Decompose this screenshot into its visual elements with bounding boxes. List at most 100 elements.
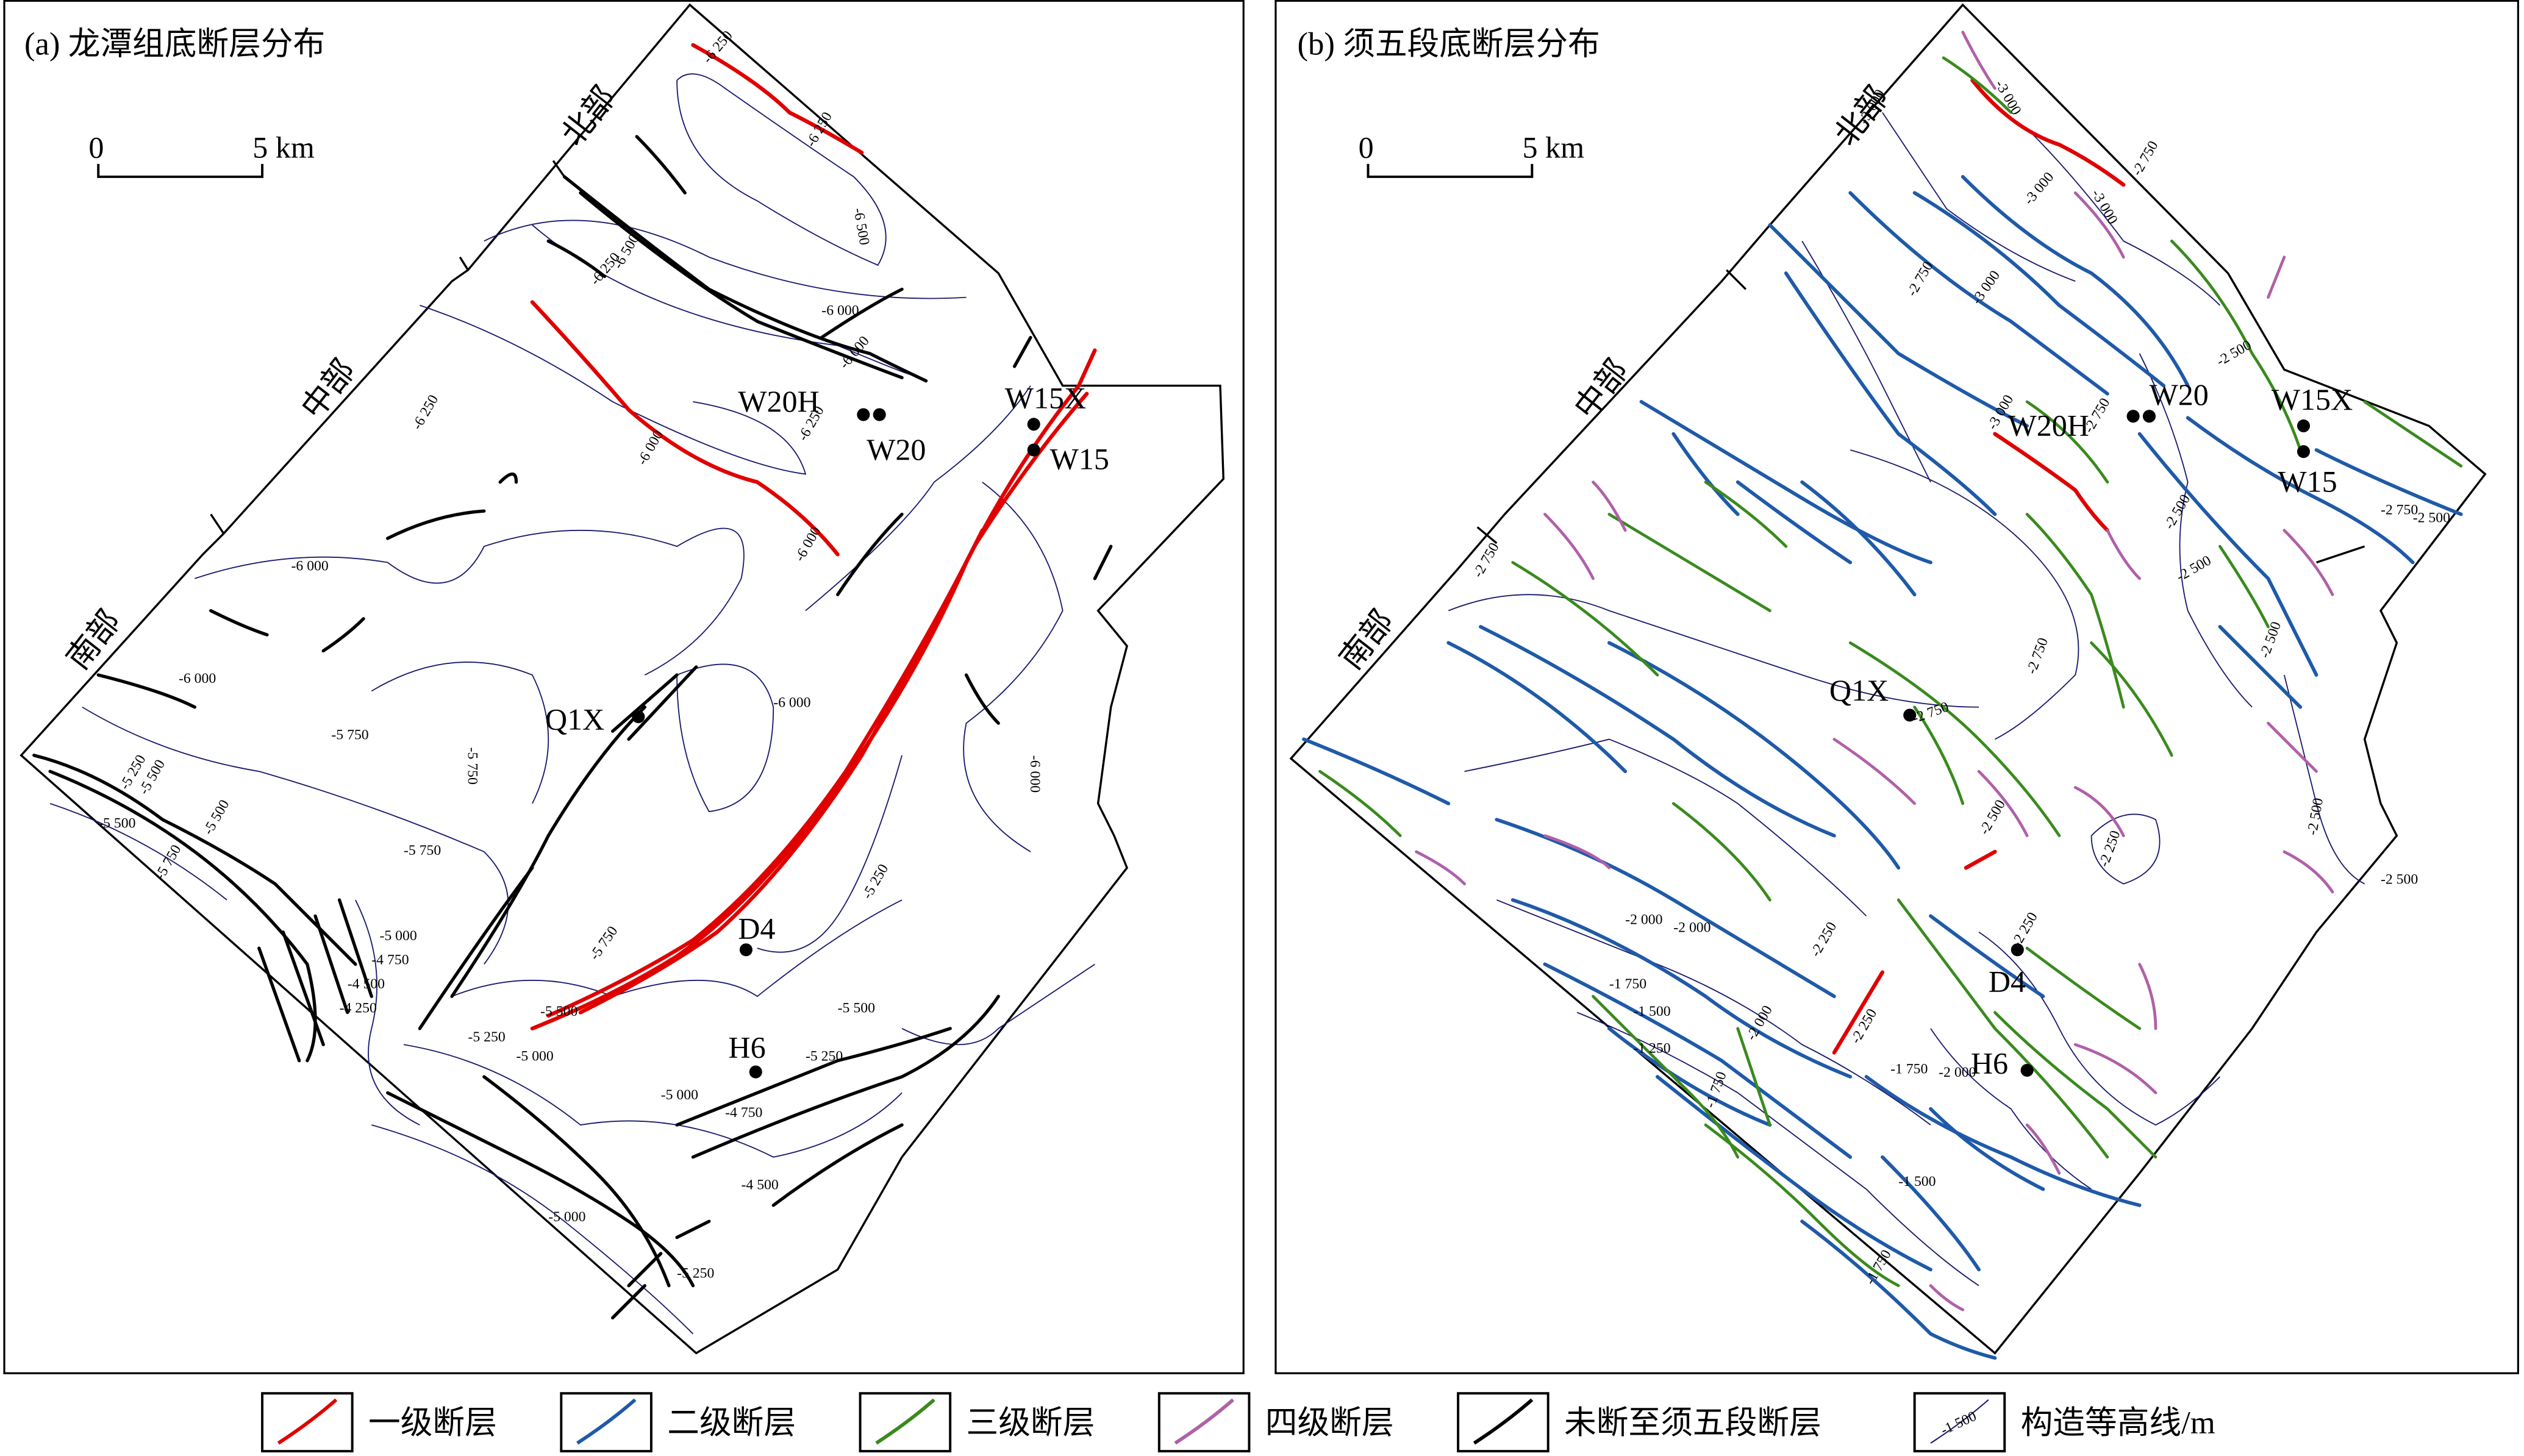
- contour-label: -1 750: [1609, 976, 1646, 992]
- legend-line-sample: [576, 1398, 637, 1445]
- contour-label: -5 000: [379, 928, 416, 944]
- well-marker[interactable]: [857, 408, 870, 421]
- contour-label: -5 250: [806, 1049, 843, 1065]
- well-label-h6: H6: [728, 1030, 765, 1064]
- scale-five-label: 5 km: [252, 130, 315, 164]
- faults-panel-b: [1302, 30, 2463, 1360]
- contour-label: -4 750: [725, 1105, 762, 1121]
- contour-label: -2 000: [1625, 912, 1662, 928]
- contour-label: -2 500: [2413, 510, 2450, 526]
- legend-line-sample: [1930, 1399, 1989, 1444]
- fault-grade-1: [1964, 849, 1997, 870]
- well-label-d4: D4: [1989, 964, 2026, 998]
- contour-label: -5 750: [331, 727, 368, 743]
- contour-label: -2 500: [2381, 872, 2418, 888]
- faults-panel-a: [32, 43, 1113, 1319]
- legend-swatch: [1157, 1392, 1251, 1453]
- contour-label: -1 250: [1633, 1040, 1670, 1056]
- contour-label: -4 250: [340, 1001, 377, 1016]
- scale-zero-label: 0: [88, 130, 104, 164]
- grade-3-faults: [1318, 56, 2463, 1287]
- fault-grade-1: [1993, 432, 2110, 532]
- well-marker[interactable]: [2297, 419, 2311, 433]
- panel-a-title: (a) 龙潭组底断层分布: [24, 27, 325, 62]
- contour-label: -4 500: [742, 1177, 779, 1193]
- contour-label: -5 000: [517, 1049, 554, 1065]
- well-label-w20h: W20H: [2007, 408, 2089, 442]
- contour-label: -1 500: [1633, 1004, 1670, 1019]
- well-marker[interactable]: [2142, 410, 2156, 423]
- panel-b: (b) 须五段底断层分布 0 5 km 北部 中部 南部: [1275, 0, 2519, 1374]
- well-marker[interactable]: [1027, 443, 1040, 457]
- contour-label: -5 000: [548, 1209, 585, 1225]
- contour-label: -1 750: [1890, 1062, 1928, 1077]
- contour-label: -6 000: [179, 671, 216, 687]
- contour-label: -5 500: [540, 1004, 577, 1019]
- legend-line-sample: [1473, 1398, 1534, 1445]
- legend-line-sample: [277, 1398, 338, 1445]
- study-area-outline: [20, 3, 1224, 1355]
- well-label-w15x: W15X: [2272, 382, 2353, 416]
- well-marker[interactable]: [632, 710, 645, 724]
- contour-label: -2 750: [2381, 502, 2418, 518]
- fault-grade-1: [1970, 78, 2126, 187]
- well-marker[interactable]: [2020, 1063, 2034, 1077]
- well-label-w20h: W20H: [738, 384, 819, 418]
- legend-label: 构造等高线/m: [2021, 1405, 2215, 1441]
- contour-label: -5 750: [404, 843, 441, 858]
- contour-label: -5 250: [677, 1265, 714, 1281]
- contour-label: -5 500: [838, 1001, 875, 1016]
- panel-b-frame: [1275, 0, 2519, 1374]
- contour-label: -6 000: [773, 695, 810, 711]
- contour-label: -5 000: [661, 1087, 698, 1103]
- contour-lines: [1448, 112, 2365, 1286]
- well-marker[interactable]: [2126, 410, 2140, 423]
- contour-label: -1 500: [1898, 1174, 1936, 1190]
- well-marker[interactable]: [1027, 418, 1040, 431]
- panel-a-frame: [3, 0, 1245, 1374]
- well-marker[interactable]: [1903, 708, 1917, 722]
- wells-panel-a: W20H W20 W15X W15 Q1X D4 H6: [545, 380, 1109, 1079]
- grade-2-faults: [1302, 175, 2463, 1360]
- legend-label: 三级断层: [967, 1405, 1095, 1441]
- contour-label: -2 000: [1939, 1065, 1976, 1080]
- well-label-w15x: W15X: [1005, 380, 1086, 415]
- scale-line: [1367, 163, 1534, 178]
- study-area-outline: [1289, 3, 2487, 1355]
- contour-label: -5 250: [468, 1029, 505, 1045]
- well-label-q1x: Q1X: [1829, 673, 1889, 707]
- scale-line: [97, 163, 264, 178]
- contour-label: -4 750: [371, 952, 409, 968]
- legend-line-sample: [1174, 1398, 1234, 1445]
- legend-swatch: [1913, 1392, 2006, 1453]
- grade-4-faults: [1415, 30, 2334, 1311]
- legend-label: 二级断层: [667, 1405, 796, 1441]
- scale-bar: 0 5 km: [88, 130, 315, 178]
- contour-label: -6 000: [1027, 755, 1043, 793]
- well-marker[interactable]: [749, 1065, 762, 1079]
- fault-grade-1: [1832, 970, 1885, 1055]
- fault-grade-1: [530, 300, 840, 557]
- contour-label: -2 000: [1673, 920, 1711, 936]
- well-marker[interactable]: [2011, 943, 2024, 957]
- panel-a: (a) 龙潭组底断层分布 0 5 km 北部 中部 南部: [3, 0, 1245, 1374]
- well-label-w20: W20: [867, 432, 926, 466]
- fault-grade-1: [530, 348, 1097, 1031]
- well-marker[interactable]: [2297, 445, 2311, 459]
- well-marker[interactable]: [873, 408, 886, 421]
- well-label-w20: W20: [2149, 377, 2208, 412]
- fault-grade-1: [546, 391, 1089, 1018]
- panel-b-title: (b) 须五段底断层分布: [1297, 27, 1600, 62]
- well-label-d4: D4: [738, 911, 775, 945]
- fault-grade-1: [691, 43, 864, 155]
- contour-label: -5 750: [464, 748, 480, 785]
- contour-label: -5 500: [98, 815, 135, 831]
- legend-label: 四级断层: [1265, 1405, 1394, 1441]
- contour-label: -6 000: [291, 558, 329, 574]
- well-marker[interactable]: [739, 943, 753, 957]
- legend-label: 未断至须五段断层: [1564, 1405, 1821, 1441]
- scale-five-label: 5 km: [1522, 130, 1584, 164]
- scale-zero-label: 0: [1359, 130, 1374, 164]
- well-label-w15: W15: [1050, 442, 1109, 476]
